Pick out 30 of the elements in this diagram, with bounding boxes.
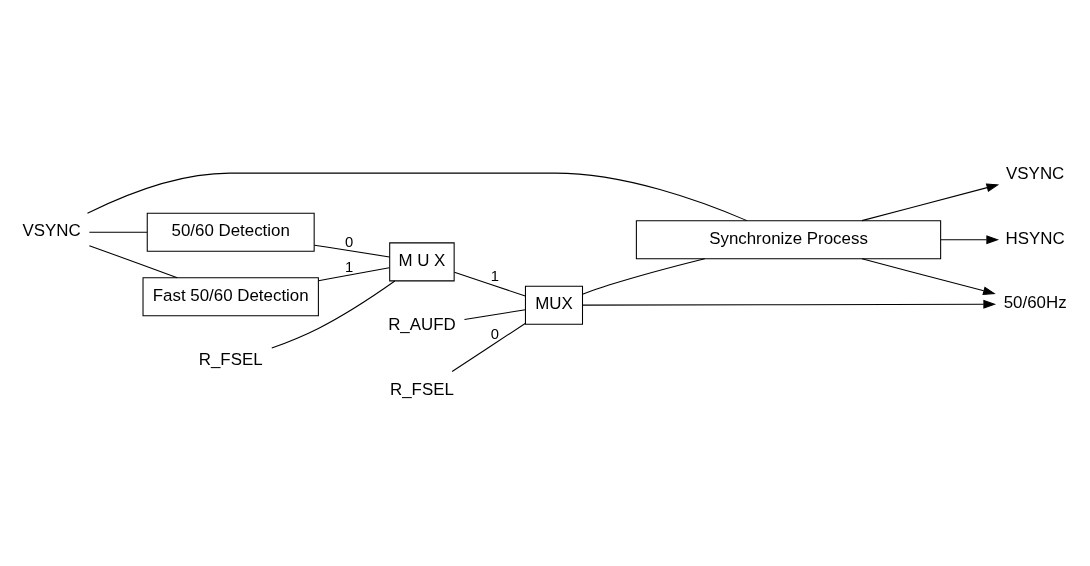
node-text: R_FSEL [390,379,454,399]
node-box: Fast 50/60 Detection [142,277,319,317]
connector [453,271,526,297]
node-text: HSYNC [1005,228,1065,248]
connector [451,322,526,373]
edge-label: 1 [490,268,499,285]
connector [271,280,396,349]
connector [463,309,526,321]
arrow [861,258,996,296]
connector [318,267,390,282]
arrow [940,235,1000,245]
connector [88,245,178,279]
node-text: VSYNC [22,221,81,241]
node-text: R_FSEL [198,350,263,370]
arrow [861,183,1000,222]
node-box: 50/60 Detection [146,212,315,252]
connector [582,258,706,295]
edge-label: 1 [344,258,354,275]
edge-label: 0 [490,326,499,343]
node-text: R_AUFD [388,315,456,335]
node-text: 50/60Hz [1003,293,1067,313]
connector [86,172,748,222]
node-box: Synchronize Process [635,220,942,260]
connector [313,244,391,258]
connector [88,231,148,233]
node-text: VSYNC [1006,164,1065,184]
edge-label: 0 [344,234,354,251]
node-box: M U X [389,242,455,282]
arrow [582,299,997,309]
node-box: MUX [524,285,584,325]
